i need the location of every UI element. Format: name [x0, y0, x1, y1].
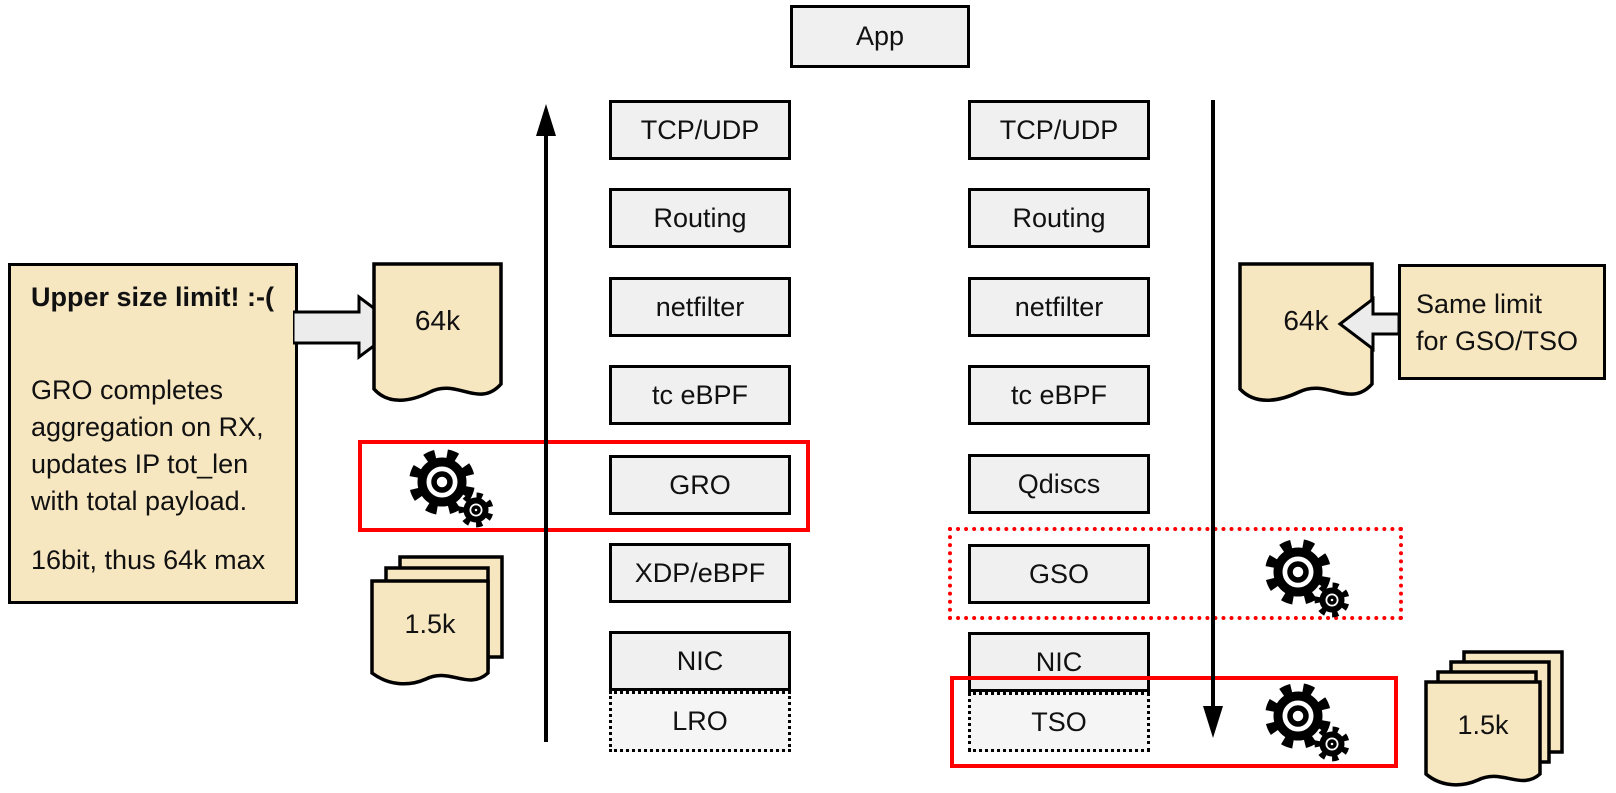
rx-64k-packet: 64k — [372, 262, 503, 415]
tx-box-tc-ebpf: tc eBPF — [968, 365, 1150, 425]
gso-highlight-box — [948, 527, 1403, 620]
note-footer: 16bit, thus 64k max — [31, 545, 266, 575]
gears-icon — [1265, 683, 1350, 762]
app-box: App — [790, 5, 970, 68]
gears-icon — [409, 449, 494, 528]
tx-64k-packet: 64k — [1238, 262, 1374, 415]
note-title: Upper size limit! :-( — [31, 282, 275, 312]
tx-box-netfilter: netfilter — [968, 277, 1150, 337]
same-limit-note: Same limit for GSO/TSO — [1398, 264, 1606, 380]
packet-size-label: 1.5k — [1457, 710, 1509, 740]
note-line: for GSO/TSO — [1416, 326, 1579, 356]
note-body-line: with total payload. — [31, 486, 248, 516]
stacked-pages-icon — [370, 555, 504, 686]
tx-mtu-packets: 1.5k — [1424, 650, 1566, 793]
rx-box-tc-ebpf: tc eBPF — [609, 365, 791, 425]
tx-box-tcp-udp: TCP/UDP — [968, 100, 1150, 160]
block-arrow-left-icon — [1337, 296, 1401, 352]
rx-box-nic: NIC — [609, 631, 791, 691]
tx-box-tso: TSO — [968, 692, 1150, 752]
tx-box-gso: GSO — [968, 544, 1150, 604]
packet-size-label: 64k — [1283, 305, 1329, 336]
note-body-line: aggregation on RX, — [31, 412, 264, 442]
note-line: Same limit — [1416, 289, 1543, 319]
tx-box-qdiscs: Qdiscs — [968, 454, 1150, 514]
packet-size-label: 1.5k — [404, 609, 456, 639]
rx-box-xdp-ebpf: XDP/eBPF — [609, 543, 791, 603]
tso-highlight-box — [950, 676, 1398, 768]
rx-box-lro: LRO — [609, 691, 791, 752]
note-body-line: updates IP tot_len — [31, 449, 249, 479]
document-page-icon — [372, 262, 503, 402]
upper-size-limit-note: Upper size limit! :-( GRO completes aggr… — [8, 263, 298, 604]
rx-box-gro: GRO — [609, 455, 791, 515]
tx-direction-arrow-down-icon — [1203, 100, 1223, 738]
stacked-pages-icon — [1424, 650, 1564, 787]
rx-box-routing: Routing — [609, 188, 791, 248]
rx-box-netfilter: netfilter — [609, 277, 791, 337]
tx-box-routing: Routing — [968, 188, 1150, 248]
note-body-line: GRO completes — [31, 375, 224, 405]
rx-direction-arrow-up-icon — [536, 104, 556, 742]
rx-box-tcp-udp: TCP/UDP — [609, 100, 791, 160]
gears-icon — [1265, 539, 1350, 618]
rx-mtu-packets: 1.5k — [370, 555, 506, 695]
tx-box-nic: NIC — [968, 632, 1150, 692]
document-page-icon — [1238, 262, 1374, 402]
gro-highlight-box — [358, 440, 810, 532]
packet-size-label: 64k — [414, 305, 461, 336]
